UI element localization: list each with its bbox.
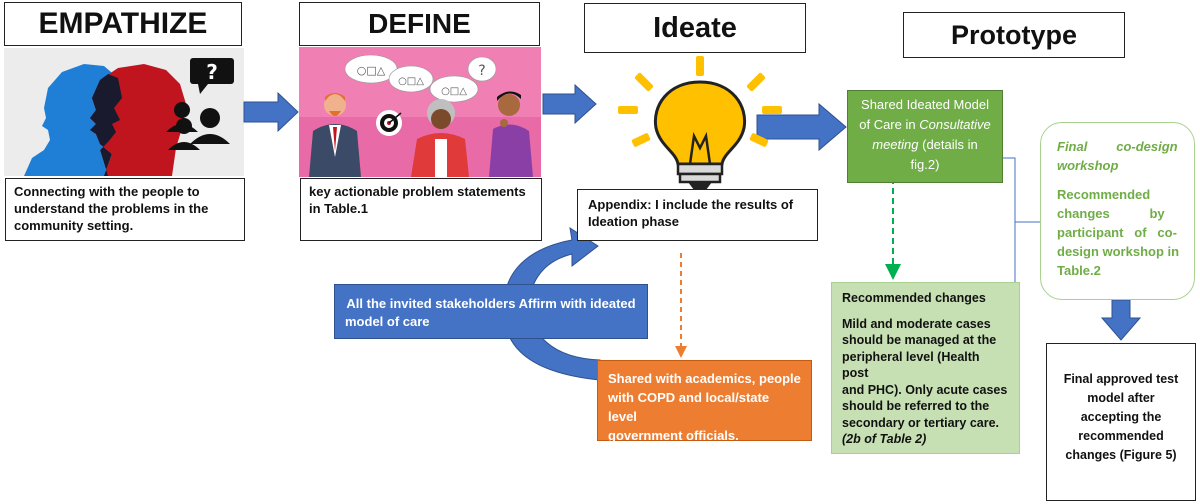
workshop-line-4: design workshop in — [1057, 244, 1180, 259]
question-bubble-icon: ? — [190, 58, 234, 94]
target-icon — [376, 110, 402, 136]
recommended-line-6: secondary or tertiary care. — [842, 415, 1000, 430]
stakeholders-box: All the invited stakeholders Affirm with… — [334, 284, 648, 339]
svg-text:○□△: ○□△ — [357, 64, 386, 77]
workshop-title-line-1: Final co-design — [1057, 139, 1178, 154]
consultative-meeting-box: Shared Ideated Model of Care in Consulta… — [847, 90, 1003, 183]
shared-with-box: Shared with academics, people with COPD … — [597, 360, 812, 443]
workshop-line-1: Recommended — [1057, 187, 1151, 202]
empathize-title: EMPATHIZE — [4, 2, 242, 46]
question-thought-bubble-icon: ? — [467, 56, 497, 82]
woman-grey-hair-figure — [411, 99, 469, 177]
final-model-line-5: changes (Figure 5) — [1065, 448, 1177, 462]
stakeholders-line-2: model of care — [345, 314, 430, 329]
recommended-changes-title: Recommended changes — [842, 291, 986, 305]
recommended-changes-box: Recommended changes Mild and moderate ca… — [831, 282, 1020, 454]
ideate-title: Ideate — [584, 3, 806, 53]
lightbulb-icon — [618, 56, 782, 190]
svg-text:○□△: ○□△ — [441, 86, 467, 97]
shapes-thought-bubble-icon: ○□△ ○□△ ○□△ — [344, 54, 479, 103]
define-title: DEFINE — [299, 2, 540, 46]
final-model-line-1: Final approved test — [1063, 372, 1179, 386]
consultative-line-1: Shared Ideated Model — [861, 97, 989, 112]
arrow-empathize-to-define — [243, 91, 299, 133]
recommended-line-5: should be referred to the — [842, 399, 990, 413]
final-model-line-4: recommended — [1078, 429, 1164, 443]
shared-with-line-3: government officials. — [608, 428, 739, 443]
stakeholders-line-1: All the invited stakeholders Affirm with… — [346, 296, 636, 311]
final-model-line-2: model after — [1087, 391, 1155, 405]
empathize-description: Connecting with the people to understand… — [5, 178, 245, 241]
consultative-line-4: fig.2) — [910, 157, 940, 172]
prototype-title: Prototype — [903, 12, 1125, 58]
define-description: key actionable problem statements in Tab… — [300, 178, 542, 241]
dark-overlap — [90, 74, 122, 176]
people-group-icon — [166, 102, 230, 150]
man-with-beard-figure — [309, 93, 361, 177]
svg-text:?: ? — [206, 60, 218, 84]
workshop-title-line-2: workshop — [1057, 158, 1119, 173]
consultative-line-3: meeting (details in — [872, 137, 978, 152]
svg-text:?: ? — [478, 63, 485, 79]
define-illustration: ○□△ ○□△ ○□△ ? — [299, 47, 541, 177]
arrow-define-to-ideate — [542, 83, 597, 125]
recommended-line-3: peripheral level (Health post — [842, 349, 980, 381]
final-model-line-3: accepting the — [1080, 410, 1162, 424]
shared-with-line-1: Shared with academics, people — [608, 371, 801, 386]
consultative-line-2: of Care in Consultative — [859, 117, 991, 132]
young-man-figure — [489, 91, 533, 177]
recommended-line-4: and PHC). Only acute cases — [842, 382, 1008, 397]
recommended-line-2: should be managed at the — [842, 333, 997, 347]
recommended-note: (2b of Table 2) — [842, 432, 927, 446]
svg-text:○□△: ○□△ — [398, 76, 424, 87]
recommended-line-1: Mild and moderate cases — [842, 316, 991, 331]
workshop-line-2: changes by — [1057, 206, 1165, 221]
final-approved-model-box: Final approved test model after acceptin… — [1046, 343, 1196, 501]
workshop-line-3: participant of co- — [1057, 225, 1177, 240]
arrow-workshop-to-final-model — [1100, 299, 1142, 341]
final-codesign-workshop-box: Final co-design workshop Recommended cha… — [1040, 122, 1195, 300]
ideate-description: Appendix: I include the results of Ideat… — [577, 189, 818, 241]
workshop-line-5: Table.2 — [1057, 263, 1101, 278]
empathize-illustration: ? — [4, 48, 244, 176]
shared-with-line-2: with COPD and local/state level — [608, 390, 770, 424]
